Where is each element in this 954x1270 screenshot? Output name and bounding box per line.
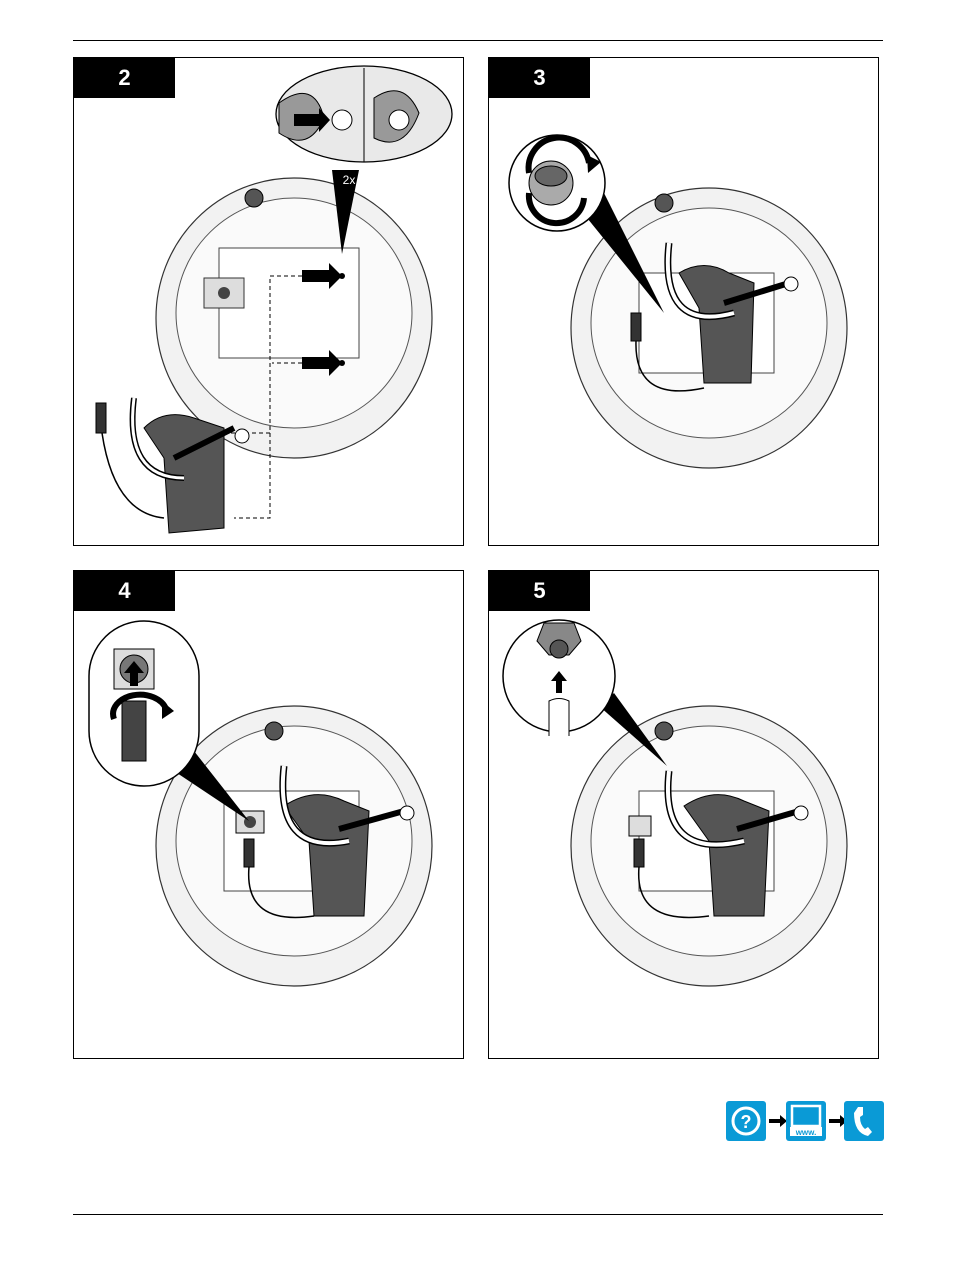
- arrow-icon: [769, 1119, 781, 1123]
- quantity-callout: 2x: [334, 173, 364, 187]
- step-number-badge: 5: [489, 571, 590, 611]
- step-number-badge: 2: [74, 58, 175, 98]
- step-panel-3: 3: [488, 57, 879, 546]
- step-panel-5: 5: [488, 570, 879, 1059]
- step-panel-4: 4: [73, 570, 464, 1059]
- help-contact-strip: ? www.: [726, 1101, 884, 1141]
- header-rule: [73, 40, 883, 41]
- question-icon: ?: [726, 1101, 766, 1141]
- svg-text:?: ?: [741, 1112, 752, 1132]
- step-4-illustration: [74, 571, 464, 1059]
- step-number-badge: 4: [74, 571, 175, 611]
- step-5-illustration: [489, 571, 879, 1059]
- phone-icon: [844, 1101, 884, 1141]
- step-3-illustration: [489, 58, 879, 546]
- step-number-badge: 3: [489, 58, 590, 98]
- www-label: www.: [795, 1128, 817, 1137]
- footer-rule: [73, 1214, 883, 1215]
- computer-www-icon: www.: [786, 1101, 826, 1141]
- arrow-icon: [829, 1119, 841, 1123]
- step-2-illustration: [74, 58, 464, 546]
- step-panel-2: 2 2x: [73, 57, 464, 546]
